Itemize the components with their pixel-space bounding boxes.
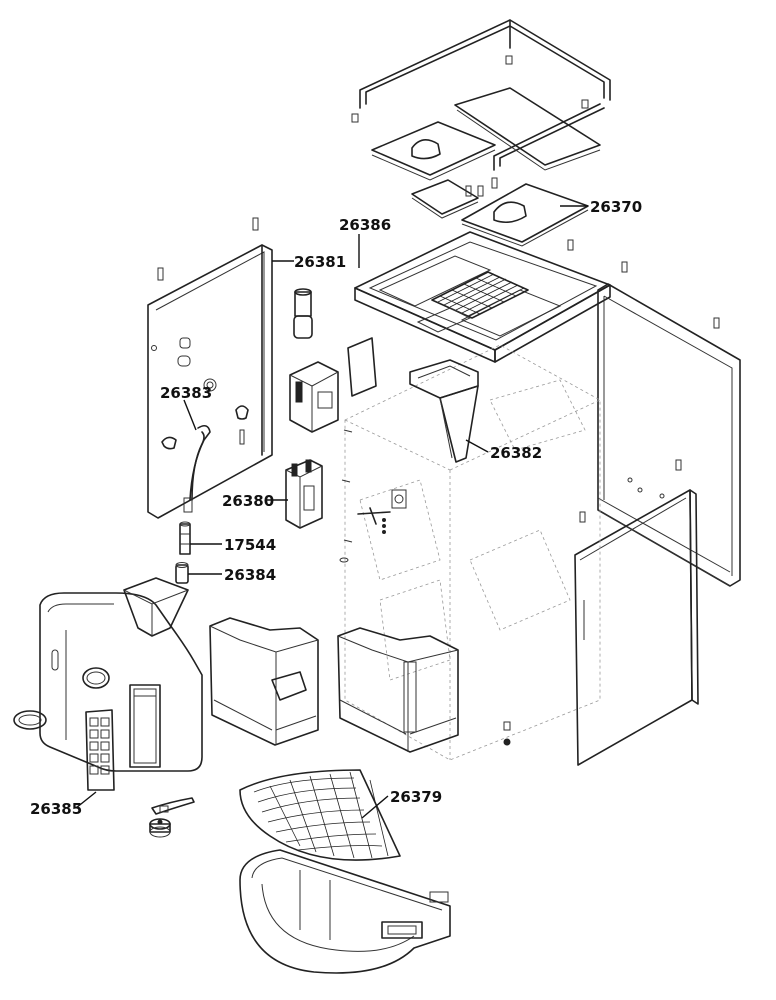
label-26383: 26383 — [160, 384, 212, 402]
connector-26384 — [175, 562, 189, 584]
label-26384: 26384 — [224, 566, 276, 584]
left-back-panel — [147, 244, 273, 519]
label-26382: 26382 — [490, 444, 542, 462]
knob-cap — [149, 818, 171, 838]
label-26381: 26381 — [294, 253, 346, 271]
lid-panel-small — [411, 179, 479, 219]
label-26380: 26380 — [222, 492, 274, 510]
left-bin — [209, 617, 319, 746]
right-side-panel-rear — [597, 283, 741, 587]
funnel-26382 — [409, 359, 479, 463]
drip-grille-26379 — [239, 769, 401, 861]
drip-tray-base — [239, 849, 451, 974]
latch-lever — [151, 797, 195, 815]
top-frame-tray — [354, 231, 611, 363]
right-bin — [337, 627, 459, 753]
keypad-label — [85, 709, 115, 791]
leader-lines — [75, 205, 588, 819]
hopper-funnel — [123, 577, 189, 637]
label-26370: 26370 — [590, 198, 642, 216]
mixing-block — [289, 361, 339, 433]
front-fascia — [39, 592, 203, 772]
grille-insert — [431, 271, 529, 319]
cylinder-canister — [293, 288, 313, 339]
lid-panel-rear — [454, 87, 601, 171]
chassis-fittings — [339, 429, 511, 746]
lid-panel-left — [371, 121, 496, 181]
gasket-sheet — [347, 337, 377, 397]
right-door-panel — [574, 489, 699, 766]
label-26379: 26379 — [390, 788, 442, 806]
label-17544: 17544 — [224, 536, 276, 554]
top-rail-frame — [351, 19, 611, 171]
label-26386: 26386 — [339, 216, 391, 234]
label-26385: 26385 — [30, 800, 82, 818]
tube-17544 — [179, 521, 191, 555]
mixer-bowl-26380 — [285, 459, 323, 529]
oval-badge — [13, 710, 47, 730]
tube-26383 — [183, 424, 211, 513]
internal-chassis-ghost — [344, 344, 601, 761]
lid-screws — [157, 177, 720, 523]
